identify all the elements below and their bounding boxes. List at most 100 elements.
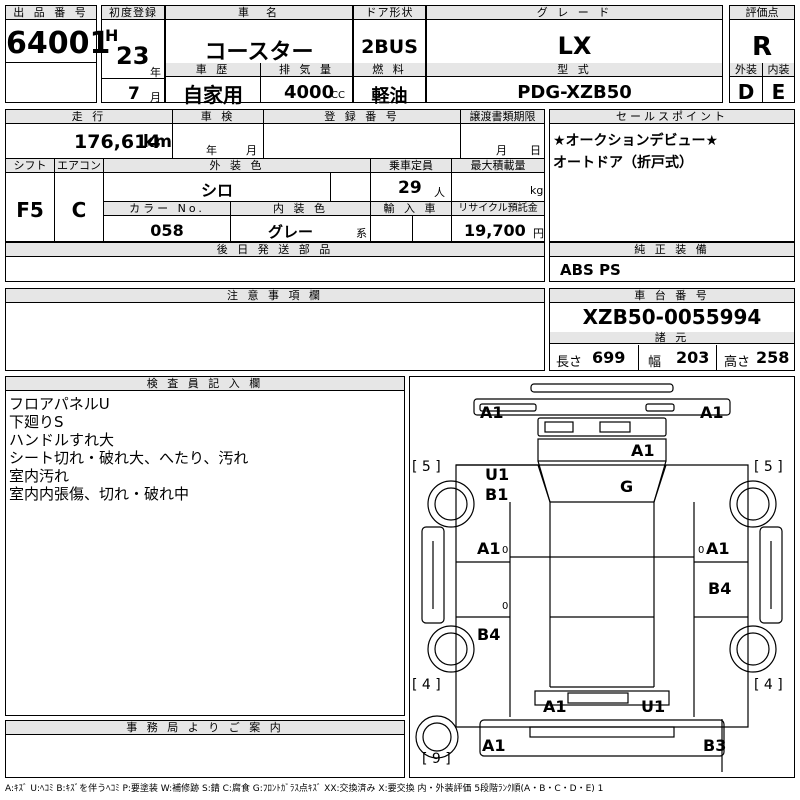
reg-year: 23 xyxy=(116,42,150,70)
sales-label: セールスポイント xyxy=(550,110,794,124)
tire-rear-left: [ 4 ] xyxy=(412,677,441,693)
tire-spare: [ 9 ] xyxy=(422,751,451,767)
damage-rear-bumper-right: B3 xyxy=(703,736,727,755)
month-unit: 月 xyxy=(150,91,161,104)
chassis-number: XZB50-0055994 xyxy=(582,305,762,329)
grade-label: グ レ ー ド xyxy=(427,6,722,20)
car-name-box: 車 名 コースター 車 歴 排 気 量 自家用 4000 CC xyxy=(165,5,353,107)
inspector-line-2: 下廻りS xyxy=(9,413,64,431)
inspector-label: 検 査 員 記 入 欄 xyxy=(6,377,404,391)
ac: C xyxy=(71,198,87,222)
first-registration-box: 初度登録 H 23 年 7 月 xyxy=(101,5,165,104)
int-color-label: 内 装 色 xyxy=(231,202,370,216)
interior-grade: E xyxy=(771,80,786,104)
displacement-unit: CC xyxy=(331,90,345,101)
car-name-label: 車 名 xyxy=(166,6,352,20)
damage-right-side: A1 xyxy=(706,539,730,558)
door-box: ドア形状 2BUS 燃 料 軽油 xyxy=(353,5,426,107)
color-no: 058 xyxy=(150,221,184,240)
inspector-line-6: 室内内張傷、切れ・破れ中 xyxy=(9,485,190,503)
first-reg-label: 初度登録 xyxy=(102,6,164,20)
inspector-line-4: シート切れ・破れ大、へたり、汚れ xyxy=(9,449,249,467)
fuel: 軽油 xyxy=(371,86,408,107)
chassis-label: 車 台 番 号 xyxy=(550,289,794,303)
width-label: 幅 xyxy=(648,355,662,370)
score-box: 評価点 R 外装 内装 D E xyxy=(729,5,795,104)
vehicle-diagram: A1 A1 A1 U1 B1 G A1 A1 B4 B4 A1 U1 A1 B3… xyxy=(409,376,795,778)
damage-glass: G xyxy=(620,477,634,496)
lot-label: 出 品 番 号 xyxy=(6,6,96,20)
grade-box: グ レ ー ド LX 型 式 PDG-XZB50 xyxy=(426,5,723,103)
damage-left-rear-side: B4 xyxy=(477,625,501,644)
damage-front-right: A1 xyxy=(700,403,724,422)
inspector-line-5: 室内汚れ xyxy=(9,467,70,485)
inspector-box: 検 査 員 記 入 欄 フロアパネルU 下廻りS ハンドルすれ大 シート切れ・破… xyxy=(5,376,405,716)
grade: LX xyxy=(557,32,592,60)
delivery-label: 後 日 発 送 部 品 xyxy=(6,243,544,257)
mileage-label: 走 行 xyxy=(6,110,172,124)
inspection-label: 車 検 xyxy=(173,110,263,124)
height: 258 xyxy=(756,348,790,367)
color-no-label: カラー No. xyxy=(104,202,230,216)
lot-number: 64001 xyxy=(6,26,111,61)
legend: A:ｷｽﾞ U:ﾍｺﾐ B:ｷｽﾞを伴うﾍｺﾐ P:要塗装 W:補修跡 S:錆 … xyxy=(5,784,604,794)
exterior-grade: D xyxy=(737,80,755,104)
dims-label: 諸 元 xyxy=(550,332,794,344)
sales-line-1: ★オークションデビュー★ xyxy=(553,133,719,149)
office-box: 事 務 局 よ り ご 案 内 xyxy=(5,720,405,778)
length-label: 長さ xyxy=(556,355,583,370)
sales-points-box: セールスポイント ★オークションデビュー★ オートドア（折戸式） xyxy=(549,109,795,242)
damage-front-door-u: U1 xyxy=(485,465,510,484)
reg-month: 7 xyxy=(128,84,140,104)
capacity-label: 乗車定員 xyxy=(371,159,451,173)
tire-front-right: [ 5 ] xyxy=(754,459,783,475)
interior-label: 内装 xyxy=(763,63,794,77)
equipment-value: ABS PS xyxy=(560,261,621,279)
shift: F5 xyxy=(16,198,44,222)
displacement: 4000 xyxy=(284,82,335,103)
small-mark-3: 0 xyxy=(502,601,509,612)
score-label: 評価点 xyxy=(730,6,794,20)
mileage: 176,614 xyxy=(74,131,161,153)
height-label: 高さ xyxy=(724,355,751,370)
inspector-line-3: ハンドルすれ大 xyxy=(9,431,115,449)
ac-label: エアコン xyxy=(55,159,103,173)
max-load-label: 最大積載量 xyxy=(452,159,544,173)
inspector-line-1: フロアパネルU xyxy=(9,395,110,413)
int-color: グレー xyxy=(268,223,314,241)
sales-line-2: オートドア（折戸式） xyxy=(553,155,693,171)
tire-front-left: [ 5 ] xyxy=(412,459,441,475)
score: R xyxy=(751,32,773,62)
small-mark-2: 0 xyxy=(698,545,705,556)
damage-front-door-b: B1 xyxy=(485,485,509,504)
notes-label: 注 意 事 項 欄 xyxy=(6,289,544,303)
era: H xyxy=(105,26,119,45)
exterior-label: 外装 xyxy=(730,63,762,77)
transfer-day-unit: 日 xyxy=(530,144,541,157)
transfer-month-unit: 月 xyxy=(496,144,507,157)
bus-outline xyxy=(415,383,783,772)
tire-rear-right: [ 4 ] xyxy=(754,677,783,693)
lot-box: 出 品 番 号 64001 xyxy=(5,5,111,103)
transfer-label: 譲渡書類期限 xyxy=(461,110,544,124)
equipment-box: 純 正 装 備 ABS PS xyxy=(549,242,795,282)
width: 203 xyxy=(676,348,710,367)
notes-box: 注 意 事 項 欄 xyxy=(5,288,545,371)
history-label: 車 歴 xyxy=(166,63,260,77)
damage-rear-bumper-left: A1 xyxy=(482,736,506,755)
car-name: コースター xyxy=(204,40,314,65)
inspection-month-unit: 月 xyxy=(246,144,257,157)
ext-color: シロ xyxy=(200,181,233,200)
delivery-parts-box: 後 日 発 送 部 品 xyxy=(5,242,545,282)
damage-rear-left: A1 xyxy=(543,697,567,716)
length: 699 xyxy=(592,348,626,367)
office-label: 事 務 局 よ り ご 案 内 xyxy=(6,721,404,735)
shift-label: シフト xyxy=(6,159,54,173)
damage-front-left: A1 xyxy=(480,403,504,422)
damage-rear-right: U1 xyxy=(641,697,666,716)
displacement-label: 排 気 量 xyxy=(261,63,352,77)
chassis-box: 車 台 番 号 XZB50-0055994 諸 元 長さ 699 幅 203 高… xyxy=(549,288,795,371)
door-type: 2BUS xyxy=(361,36,418,58)
damage-right-rear-side: B4 xyxy=(708,579,732,598)
int-color-unit: 系 xyxy=(356,227,367,240)
